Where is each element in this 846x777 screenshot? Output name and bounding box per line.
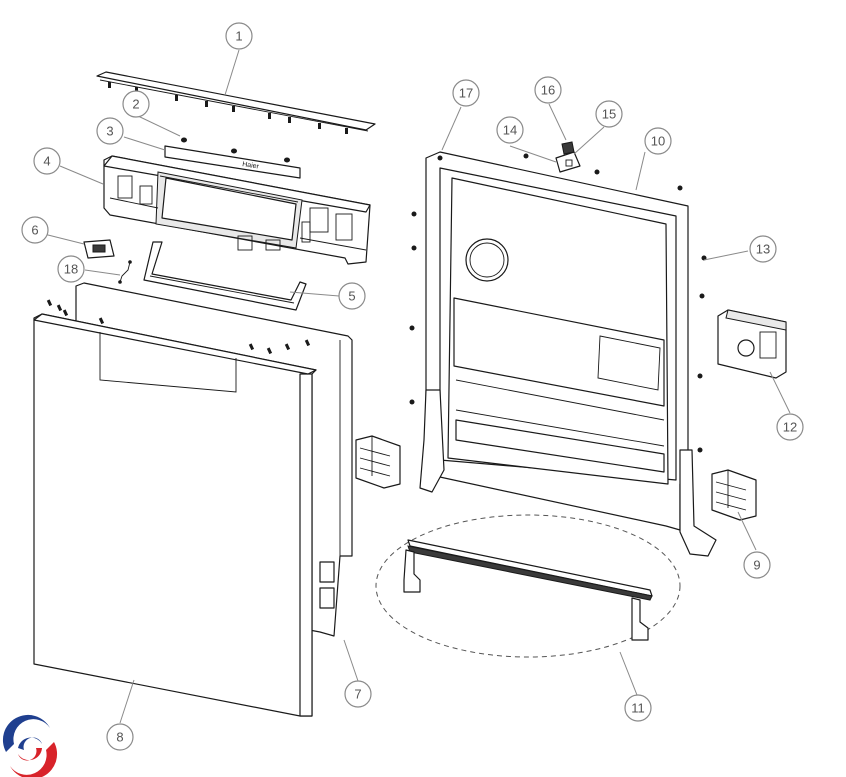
svg-text:3: 3 bbox=[106, 124, 113, 139]
leader-lines bbox=[35, 49, 791, 724]
svg-text:15: 15 bbox=[602, 107, 616, 122]
callout-8: 8 bbox=[106, 723, 134, 751]
svg-text:4: 4 bbox=[43, 154, 50, 169]
callout-2: 2 bbox=[122, 90, 150, 118]
part-badge-screws bbox=[181, 137, 290, 163]
part-hinge-cover-right bbox=[711, 469, 757, 521]
svg-text:17: 17 bbox=[459, 86, 473, 101]
svg-text:5: 5 bbox=[348, 289, 355, 304]
callout-3: 3 bbox=[96, 117, 124, 145]
part-small-module bbox=[83, 239, 115, 259]
svg-text:10: 10 bbox=[651, 134, 665, 149]
svg-text:16: 16 bbox=[541, 83, 555, 98]
callout-15: 15 bbox=[595, 100, 623, 128]
callout-10: 10 bbox=[644, 127, 672, 155]
callout-17: 17 bbox=[452, 79, 480, 107]
part-brand-badge: Haier bbox=[164, 145, 301, 179]
part-inner-door-liner bbox=[409, 151, 717, 557]
svg-text:11: 11 bbox=[631, 701, 645, 716]
part-detergent-dispenser bbox=[717, 309, 787, 379]
part-wire-clip bbox=[118, 260, 132, 284]
svg-text:2: 2 bbox=[132, 97, 139, 112]
callout-5: 5 bbox=[338, 282, 366, 310]
svg-text:6: 6 bbox=[31, 223, 38, 238]
callout-6: 6 bbox=[21, 216, 49, 244]
callout-18: 18 bbox=[57, 255, 85, 283]
callout-14: 14 bbox=[496, 116, 524, 144]
callout-9: 9 bbox=[743, 551, 771, 579]
callout-7: 7 bbox=[344, 680, 372, 708]
part-outer-door-panel bbox=[33, 299, 317, 717]
callout-1: 1 bbox=[225, 22, 253, 50]
svg-text:13: 13 bbox=[756, 242, 770, 257]
svg-text:14: 14 bbox=[503, 123, 517, 138]
part-door-handle bbox=[143, 241, 307, 311]
part-control-panel bbox=[103, 155, 371, 265]
svg-text:1: 1 bbox=[235, 29, 242, 44]
svg-text:12: 12 bbox=[783, 420, 797, 435]
part-top-trim-strip bbox=[96, 71, 376, 134]
svg-text:8: 8 bbox=[116, 730, 123, 745]
svg-text:9: 9 bbox=[753, 558, 760, 573]
svg-text:18: 18 bbox=[64, 262, 78, 277]
brand-swirl-logo-icon bbox=[2, 714, 58, 777]
svg-text:7: 7 bbox=[354, 687, 361, 702]
callout-16: 16 bbox=[534, 76, 562, 104]
badge-brand-text: Haier bbox=[242, 161, 260, 171]
callout-13: 13 bbox=[749, 235, 777, 263]
part-hinge-cover-left bbox=[355, 435, 401, 489]
part-toe-kick-assembly bbox=[375, 514, 681, 658]
callout-4: 4 bbox=[33, 147, 61, 175]
part-door-latch bbox=[555, 141, 581, 173]
callout-11: 11 bbox=[624, 694, 652, 722]
callout-12: 12 bbox=[776, 413, 804, 441]
